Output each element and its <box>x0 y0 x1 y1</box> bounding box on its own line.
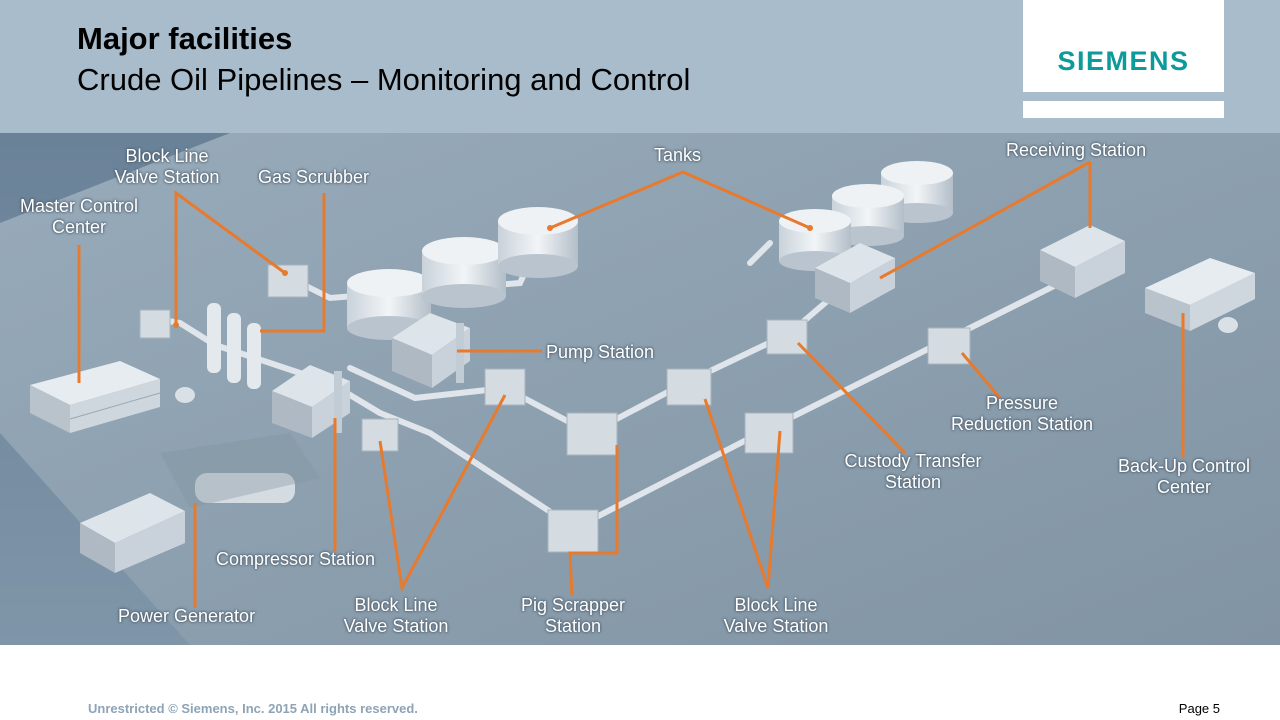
gas-scrubber-columns <box>207 303 261 389</box>
label-block-line-valve-station-right: Block Line Valve Station <box>723 595 829 636</box>
header-band: Major facilities Crude Oil Pipelines – M… <box>0 0 1280 133</box>
receiving-station-building <box>1040 225 1125 298</box>
label-custody-transfer-station: Custody Transfer Station <box>844 451 982 492</box>
label-block-line-valve-station-top: Block Line Valve Station <box>114 146 220 187</box>
custody-building <box>815 243 895 313</box>
logo-text: SIEMENS <box>1057 46 1190 76</box>
slide-title: Major facilities <box>77 21 293 56</box>
page-number: Page 5 <box>1178 701 1220 716</box>
leader-lines <box>77 160 1185 608</box>
station-boxes <box>139 264 971 553</box>
ground-plane <box>0 133 1280 645</box>
power-generator <box>80 433 320 573</box>
pipeline-diagram: Master Control Center Block Line Valve S… <box>0 133 1280 645</box>
pipeline-scene <box>0 133 1280 645</box>
label-master-control-center: Master Control Center <box>19 196 139 237</box>
master-control-building <box>30 361 161 433</box>
tanks-right <box>779 161 953 271</box>
label-pig-scrapper-station: Pig Scrapper Station <box>520 595 626 636</box>
label-pressure-reduction-station: Pressure Reduction Station <box>950 393 1094 434</box>
siemens-logo: SIEMENS <box>1023 0 1224 92</box>
logo-strip <box>1023 101 1224 118</box>
label-block-line-valve-station-mid: Block Line Valve Station <box>343 595 449 636</box>
leader-dots <box>173 225 813 328</box>
label-pump-station: Pump Station <box>546 342 655 362</box>
slide-subtitle: Crude Oil Pipelines – Monitoring and Con… <box>77 62 691 97</box>
compressor-building <box>272 365 350 438</box>
label-receiving-station: Receiving Station <box>1006 140 1147 160</box>
label-power-generator: Power Generator <box>118 606 256 626</box>
pump-station-building <box>392 313 470 388</box>
label-tanks: Tanks <box>654 145 702 165</box>
backup-control-building <box>1145 258 1255 331</box>
footer-copyright: Unrestricted © Siemens, Inc. 2015 All ri… <box>88 701 418 716</box>
satellite-dish <box>175 317 1238 403</box>
label-gas-scrubber: Gas Scrubber <box>258 167 370 187</box>
label-compressor-station: Compressor Station <box>216 549 376 569</box>
label-backup-control-center: Back-Up Control Center <box>1117 456 1251 497</box>
